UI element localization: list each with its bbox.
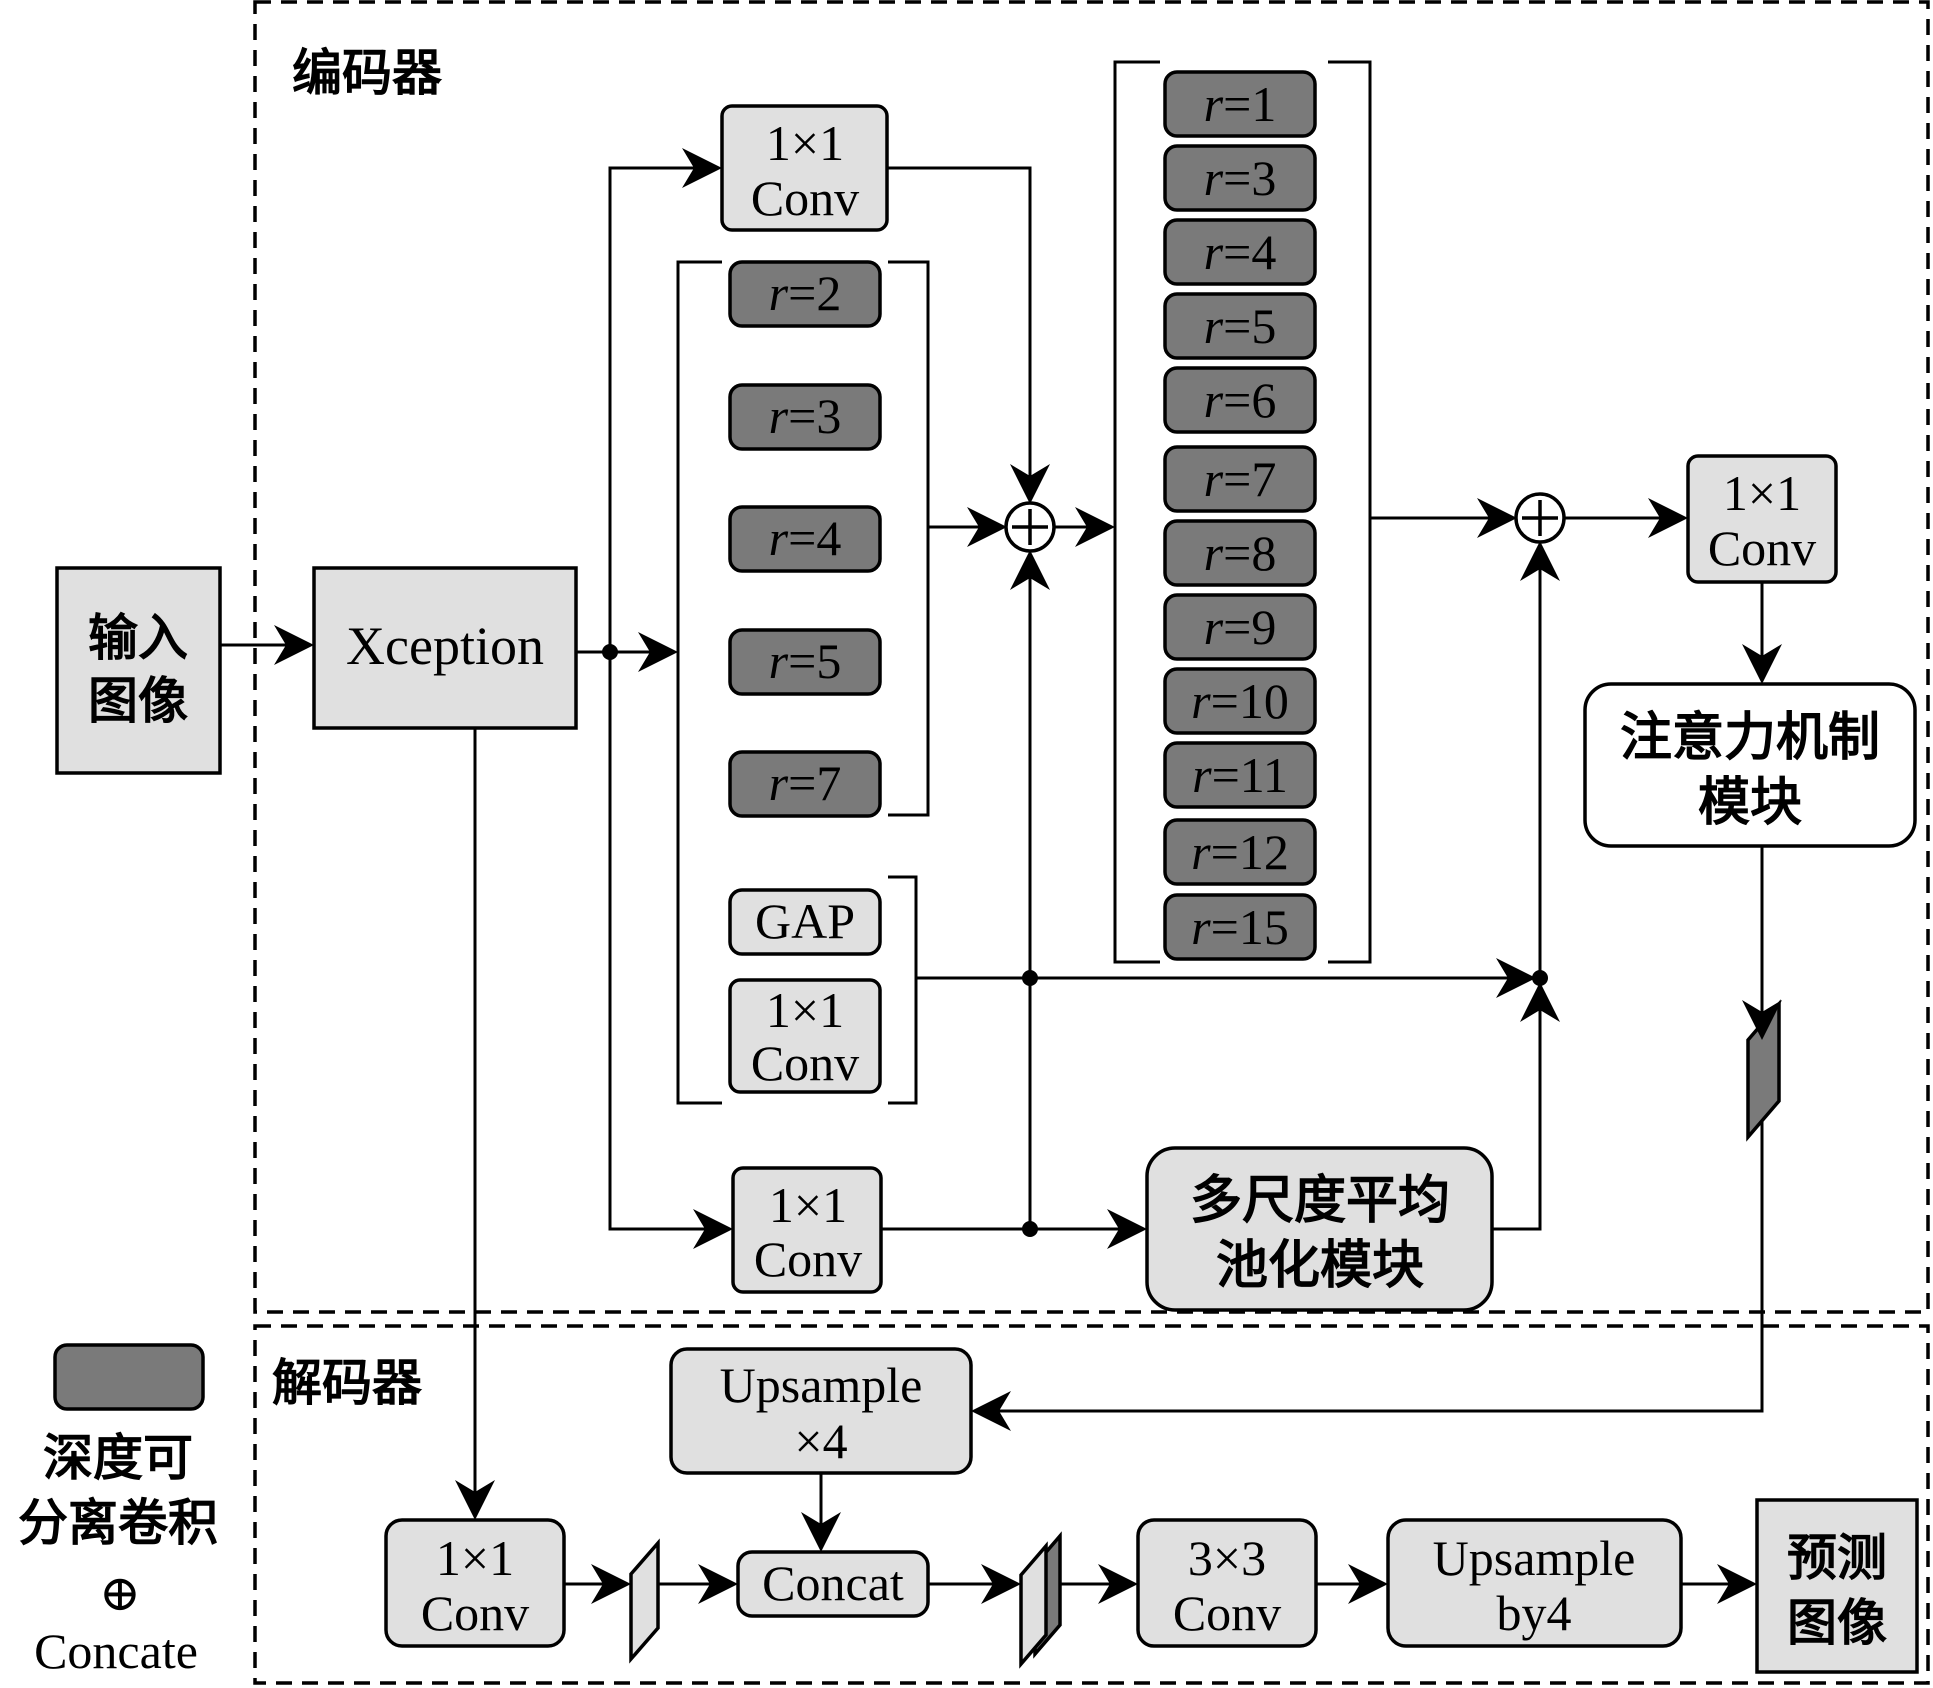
bracket-group-b-left [1113,60,1160,964]
rate-b-label-11: r=11 [1192,747,1288,803]
encoder-region [253,0,1930,1314]
rate-b-box-5 [1163,292,1317,360]
attention-module-label-1: 注意力机制 [1620,709,1880,767]
bottom-conv-label-1: 1×1 [769,1177,847,1233]
upsample-by4-label-2: by4 [1497,1585,1572,1641]
rate-b-label-10: r=10 [1191,673,1289,729]
bracket-gap-right [888,875,918,1105]
rate-b-label-9: r=9 [1204,599,1277,655]
concat-label: Concat [762,1555,904,1611]
upsample-by4-label-1: Upsample [1433,1530,1636,1586]
rate-b-box-9 [1163,593,1317,661]
rate-b-box-15 [1163,893,1317,961]
rate-b-box-7 [1163,445,1317,513]
bracket-group-b-right [1328,60,1372,964]
rate-b-box-11 [1163,741,1317,809]
legend-dsconv-swatch [53,1343,205,1411]
arrow-to-bottom-conv [608,652,733,1249]
rate-b-box-1 [1163,70,1317,138]
encoder-label: 编码器 [292,45,443,101]
conv3x3-label-1: 3×3 [1188,1530,1266,1586]
decoder-conv-label-2: Conv [421,1585,529,1641]
conv3x3-label-2: Conv [1173,1585,1281,1641]
rate-b-label-3: r=3 [1204,150,1277,206]
rate-b-label-1: r=1 [1204,76,1277,132]
output-image-label-1: 预测 [1787,1530,1887,1586]
right-conv-label-2: Conv [1708,520,1816,576]
rate-b-box-12 [1163,818,1317,886]
rate-b-label-4: r=4 [1204,224,1277,280]
rate-box-7 [728,750,882,818]
concat-op-1 [1004,501,1056,553]
concat-output-marker-front [1019,1541,1048,1669]
concat-op-2 [1514,492,1566,544]
rate-label-5: r=5 [769,633,842,689]
bracket-group-a-left [676,260,722,1105]
bracket-group-a-right [888,260,930,817]
rate-box-3 [728,383,882,451]
gap-conv-label-1: 1×1 [766,982,844,1038]
rate-b-box-10 [1163,667,1317,735]
legend-dsconv-label-2: 分离卷积 [18,1495,218,1551]
rate-b-box-8 [1163,519,1317,587]
legend-concate-symbol: ⊕ [99,1565,141,1621]
bottom-conv-label-2: Conv [754,1231,862,1287]
decoder-label: 解码器 [272,1355,423,1411]
input-image-label-2: 图像 [88,673,188,729]
rate-group-b: r=1 r=3 r=4 r=5 r=6 r=7 r=8 r=9 r=10 r=1… [1163,70,1317,961]
legend-concate-label: Concate [34,1623,198,1679]
rate-group-a: r=2 r=3 r=4 r=5 r=7 [728,260,882,818]
input-image-label-1: 输入 [88,610,188,666]
rate-b-label-15: r=15 [1191,899,1289,955]
multiscale-pool-label-2: 池化模块 [1216,1237,1424,1295]
rate-label-4: r=4 [769,510,842,566]
rate-b-label-5: r=5 [1204,298,1277,354]
xception-label: Xception [346,616,544,676]
gap-conv-box [728,978,882,1094]
connections [220,148,1782,1604]
gap-label: GAP [755,893,855,949]
rate-label-3: r=3 [769,388,842,444]
rate-box-5 [728,628,882,696]
top-conv-label-1: 1×1 [766,115,844,171]
top-conv-label-2: Conv [751,170,859,226]
rate-b-label-7: r=7 [1204,451,1277,507]
attention-module-box [1583,682,1917,848]
arrow-to-top-conv [608,148,722,652]
decoder-conv-label-1: 1×1 [436,1530,514,1586]
rate-box-2 [728,260,882,328]
output-image-box [1755,1498,1919,1674]
xception-box [312,566,578,730]
legend: 深度可 分离卷积 ⊕ Concate [18,1343,218,1679]
attention-module-label-2: 模块 [1698,774,1802,832]
arrow-top-conv-to-concat [887,166,1050,504]
dsconv-marker-decoder [629,1538,660,1664]
rate-label-7: r=7 [769,755,842,811]
arrow-marker-to-upsample [971,1120,1764,1431]
rate-b-box-6 [1163,366,1317,434]
rate-b-box-3 [1163,144,1317,212]
decoder-region [253,1324,1930,1685]
rate-label-2: r=2 [769,265,842,321]
rate-box-4 [728,505,882,573]
rate-b-label-6: r=6 [1204,372,1277,428]
input-image-box [55,566,222,775]
legend-dsconv-label-1: 深度可 [43,1430,193,1486]
output-image-label-2: 图像 [1787,1595,1887,1651]
multiscale-pool-label-1: 多尺度平均 [1190,1172,1450,1230]
upsample-x4-label-1: Upsample [720,1357,923,1413]
rate-b-label-8: r=8 [1204,525,1277,581]
upsample-x4-label-2: ×4 [794,1413,847,1469]
gap-box [728,888,882,956]
right-conv-label-1: 1×1 [1723,465,1801,521]
rate-b-label-12: r=12 [1191,824,1289,880]
rate-b-box-4 [1163,218,1317,286]
arrow-pool-to-merge [1492,982,1560,1231]
gap-conv-label-2: Conv [751,1035,859,1091]
